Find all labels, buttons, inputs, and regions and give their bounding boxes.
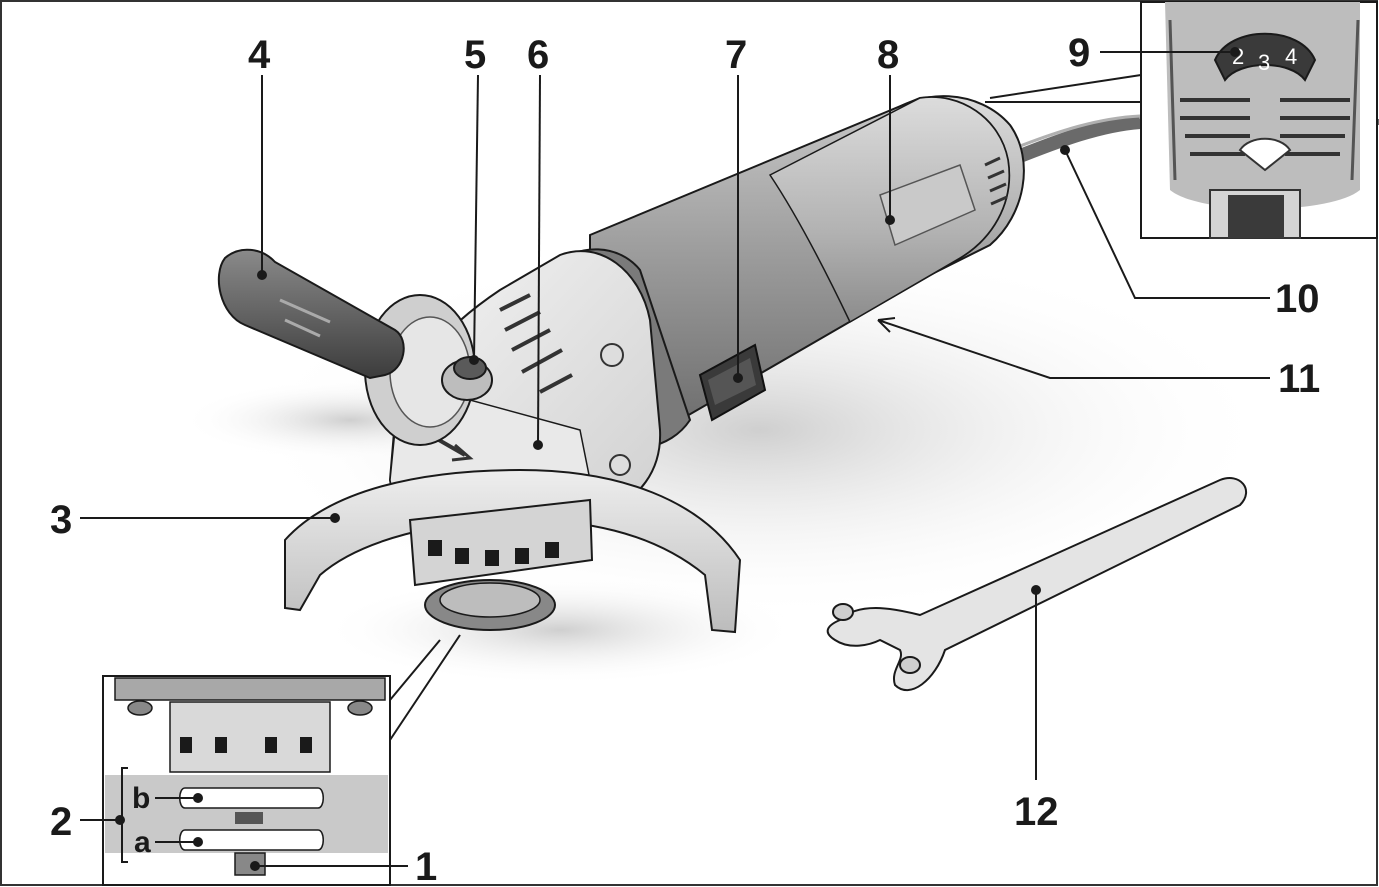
spindle-flange	[408, 498, 594, 631]
leader-lines	[80, 47, 1270, 871]
callout-1: 1	[415, 845, 437, 887]
on-off-switch	[698, 343, 767, 422]
callout-5: 5	[464, 33, 486, 77]
callout-7: 7	[725, 33, 747, 77]
flange-detail-inset	[102, 634, 461, 887]
leader-6	[537, 74, 541, 446]
callout-2a: a	[134, 826, 151, 859]
head-vents	[499, 293, 573, 394]
callout-2b: b	[132, 782, 150, 815]
leader-10	[1064, 149, 1270, 299]
dial-value-center: 3	[1258, 50, 1270, 75]
speed-dial-wheel	[1213, 32, 1317, 82]
callout-9: 9	[1068, 31, 1090, 75]
callout-4: 4	[248, 33, 271, 77]
callout-12: 12	[1014, 790, 1059, 834]
rear-vents	[984, 156, 1008, 206]
callout-8: 8	[877, 33, 899, 77]
callout-2: 2	[50, 800, 72, 844]
callout-6: 6	[527, 33, 549, 77]
auxiliary-handle	[217, 248, 405, 380]
callout-10: 10	[1275, 277, 1320, 321]
leader-11	[877, 319, 1270, 379]
dial-value-right: 4	[1285, 44, 1297, 69]
callout-numbers: 4 5 6 7 8 9 10 11 3 12 2 b a 1	[50, 31, 1320, 887]
flange-slot-b	[179, 787, 324, 809]
rating-label-area	[879, 164, 976, 247]
callout-3: 3	[50, 498, 72, 542]
callout-11: 11	[1278, 357, 1320, 401]
inset-vents	[1180, 98, 1350, 156]
two-pin-spanner	[826, 477, 1247, 691]
leader-5	[473, 74, 479, 361]
speed-dial-inset: 2 3 4	[985, 1, 1378, 239]
spindle-lock-button	[364, 294, 493, 446]
flange-slot-a	[179, 829, 324, 851]
